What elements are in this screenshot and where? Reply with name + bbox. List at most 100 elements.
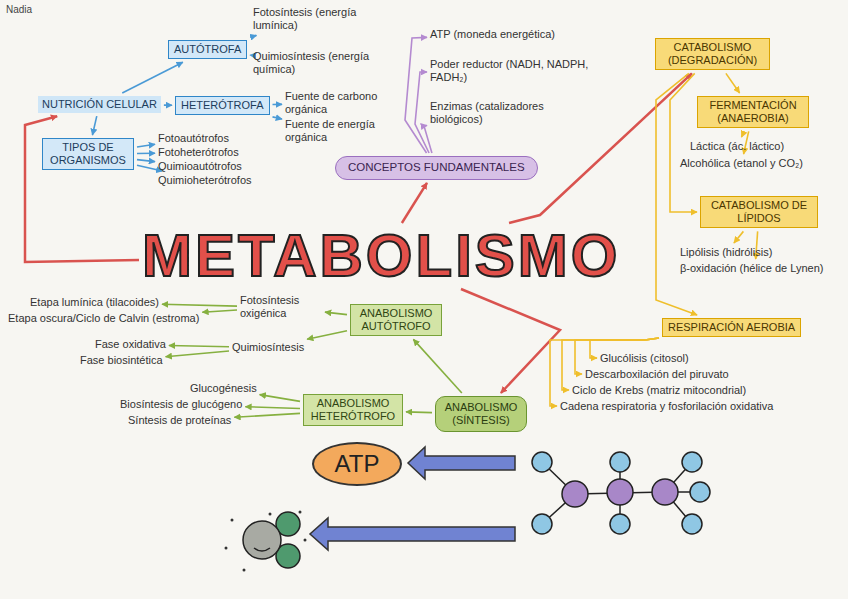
catabolism-box: CATABOLISMO (DEGRADACIÓN): [655, 38, 770, 70]
catabolism-box: RESPIRACIÓN AEROBIA: [662, 318, 801, 337]
node-text: Fotosíntesis (energía lumínica): [253, 6, 371, 32]
text-node: Alcohólica (etanol y CO₂): [680, 157, 803, 170]
text-node: Fase biosintética: [80, 354, 163, 367]
arrow-connector: [742, 131, 745, 137]
arrow-connector: [405, 37, 427, 153]
text-node: Quimioheterótrofos: [158, 174, 252, 187]
node-text: NUTRICIÓN CELULAR: [42, 98, 157, 111]
text-node: Síntesis de proteínas: [128, 414, 231, 427]
energy-arrow: [310, 447, 515, 550]
node-text: CONCEPTOS FUNDAMENTALES: [348, 161, 525, 175]
arrow-connector: [415, 72, 429, 153]
node-text: CATABOLISMO (DEGRADACIÓN): [661, 41, 764, 67]
text-node: Glucogénesis: [190, 382, 257, 395]
arrow-connector: [260, 395, 300, 402]
node-text: ATP (moneda energética): [430, 28, 555, 41]
arrow-connector: [250, 35, 256, 37]
arrow-connector: [234, 413, 300, 417]
arrow-connector: [509, 73, 692, 223]
node-text: CATABOLISMO DE LÍPIDOS: [706, 199, 812, 225]
arrow-connector: [325, 312, 347, 314]
text-node: Etapa oscura/Ciclo de Calvin (estroma): [8, 312, 199, 325]
node-text: ANABOLISMO HETERÓTROFO: [309, 397, 397, 423]
anabolism-box: ANABOLISMO (SÍNTESIS): [435, 396, 527, 432]
node-text: Fotoautótrofos: [158, 132, 229, 145]
concept-pill: CONCEPTOS FUNDAMENTALES: [335, 156, 538, 180]
text-node: Quimioautótrofos: [158, 160, 242, 173]
arrow-connector: [169, 345, 229, 346]
arrow-connector: [273, 104, 282, 106]
text-node: Quimiosíntesis: [232, 341, 304, 354]
concept-box: TIPOS DE ORGANISMOS: [42, 138, 134, 170]
text-node: Poder reductor (NADH, NADPH, FADH₂): [430, 58, 605, 84]
node-text: Láctica (ác. láctico): [690, 140, 784, 153]
text-node: Enzimas (catalizadores biológicos): [430, 100, 565, 126]
anabolism-box: ANABOLISMO AUTÓTROFO: [350, 304, 442, 336]
arrow-connector: [424, 125, 432, 153]
text-node: Fotoautótrofos: [158, 132, 229, 145]
arrow-connector: [273, 117, 282, 119]
arrow-connector: [245, 407, 300, 409]
arrow-connector: [92, 116, 96, 135]
arrow-connector: [562, 338, 659, 390]
text-node: Láctica (ác. láctico): [690, 140, 784, 153]
arrow-connector: [726, 73, 740, 93]
arrow-connector: [402, 183, 427, 223]
text-node: Glucólisis (citosol): [600, 352, 689, 365]
arrow-connector: [202, 310, 237, 312]
node-text: AUTÓTROFA: [174, 43, 241, 56]
node-text: METABOLISMO: [142, 226, 621, 286]
text-node: Fuente de energía orgánica: [285, 118, 387, 144]
text-node: Fotosíntesis (energía lumínica): [253, 6, 371, 32]
node-text: Quimioheterótrofos: [158, 174, 252, 187]
node-text: Lipólisis (hidrólisis): [680, 246, 772, 259]
catabolism-box: FERMENTACIÓN (ANAEROBIA): [697, 96, 809, 128]
arrow-connector: [656, 73, 697, 315]
node-text: Enzimas (catalizadores biológicos): [430, 100, 565, 126]
node-text: Síntesis de proteínas: [128, 414, 231, 427]
arrow-connector: [137, 160, 155, 162]
text-node: Fotosíntesis oxigénica: [240, 294, 322, 320]
title-node: METABOLISMO: [142, 226, 621, 286]
node-text: Alcohólica (etanol y CO₂): [680, 157, 803, 170]
arrow-connector: [122, 62, 183, 93]
anabolism-box: ANABOLISMO HETERÓTROFO: [303, 394, 403, 426]
arrow-connector: [137, 152, 155, 154]
text-node: ATP (moneda energética): [430, 28, 555, 41]
node-text: Glucólisis (citosol): [600, 352, 689, 365]
node-text: Fase biosintética: [80, 354, 163, 367]
arrow-connector: [164, 104, 172, 106]
arrow-connector: [461, 289, 560, 393]
text-node: β-oxidación (hélice de Lynen): [680, 262, 830, 275]
node-text: Fotoheterótrofos: [158, 146, 239, 159]
text-node: Quimiosíntesis (energía química): [253, 50, 375, 76]
node-text: Etapa lumínica (tilacoides): [30, 296, 159, 309]
text-node: Cadena respiratoria y fosforilación oxid…: [560, 400, 773, 413]
node-text: ANABOLISMO (SÍNTESIS): [442, 401, 520, 427]
arrow-connector: [413, 339, 461, 393]
node-text: ANABOLISMO AUTÓTROFO: [356, 307, 436, 333]
arrow-connector: [137, 144, 155, 147]
node-text: Quimiosíntesis (energía química): [253, 50, 375, 76]
arrow-connector: [166, 351, 229, 357]
text-node: Ciclo de Krebs (matriz mitocondrial): [572, 384, 746, 397]
arrow-connector: [25, 116, 139, 262]
catabolism-box: CATABOLISMO DE LÍPIDOS: [700, 196, 818, 228]
node-text: RESPIRACIÓN AEROBIA: [668, 321, 795, 334]
text-node: Descarboxilación del piruvato: [585, 368, 729, 381]
concept-box: AUTÓTROFA: [168, 40, 247, 59]
molecule: [532, 452, 710, 534]
node-text: β-oxidación (hélice de Lynen): [680, 262, 830, 275]
node-text: Fuente de carbono orgánica: [285, 90, 387, 116]
node-text: ATP: [335, 450, 380, 479]
node-text: Glucogénesis: [190, 382, 257, 395]
text-node: Lipólisis (hidrólisis): [680, 246, 772, 259]
arrow-connector: [249, 54, 251, 56]
arrow-connector: [734, 231, 743, 243]
text-node: Biosíntesis de glucógeno: [120, 398, 242, 411]
concept-box: NUTRICIÓN CELULAR: [38, 96, 161, 113]
node-text: Descarboxilación del piruvato: [585, 368, 729, 381]
node-text: FERMENTACIÓN (ANAEROBIA): [703, 99, 803, 125]
concept-box: HETERÓTROFA: [175, 96, 270, 115]
node-text: Fase oxidativa: [95, 338, 166, 351]
